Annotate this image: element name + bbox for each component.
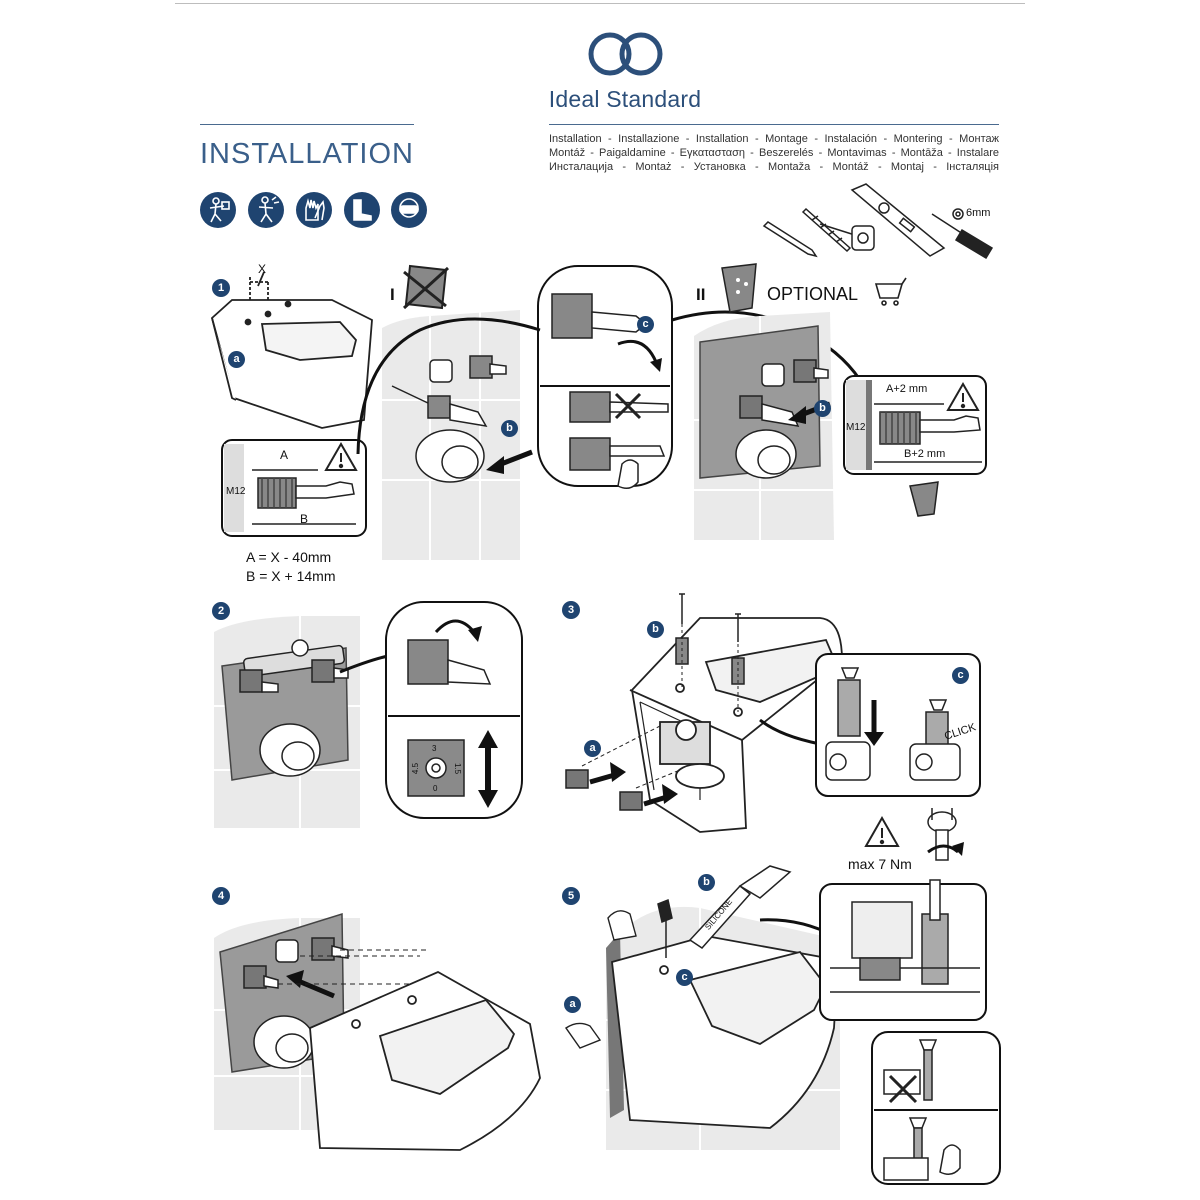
step1-detail-anchor: [551, 293, 648, 339]
step-1-sub-b: b: [501, 420, 518, 437]
dim-b-plus-label: B+2 mm: [904, 448, 946, 460]
step1-anchor-drawing: [252, 469, 356, 525]
wall-section: [224, 444, 244, 532]
tape-measure-icon: [819, 223, 875, 251]
step2-detail-anchor: [407, 639, 492, 685]
insulation-plate-icon: [721, 263, 757, 313]
brand-name: Ideal Standard: [548, 86, 702, 112]
step1-fixings-1: [391, 355, 507, 483]
insulation-plate-small-icon: [909, 481, 939, 517]
spirit-level-icon: [850, 183, 946, 257]
languages-line-1: Installation - Installazione - Installat…: [549, 133, 999, 145]
step-1-badge: 1: [212, 279, 230, 297]
step5-detail-drawing: [830, 879, 980, 993]
hand-icon: [565, 910, 637, 1049]
step-3-sub-c: c: [952, 667, 969, 684]
step3-inserts: [565, 769, 643, 811]
step-3-sub-b: b: [647, 621, 664, 638]
brand-logo-icon: [588, 32, 663, 76]
dim-a-plus-label: A+2 mm: [886, 383, 928, 395]
worker-lifting-icon: [200, 192, 236, 228]
step-3-sub-a: a: [584, 740, 601, 757]
dial-value-top: 3: [432, 744, 437, 753]
dim-b-label: B: [300, 512, 309, 526]
thread-label-2: M12: [846, 422, 866, 433]
step1-fixings-2: [735, 359, 829, 479]
title-rule: [200, 124, 414, 125]
thumbs-up-icon: [617, 459, 639, 489]
torque-label: max 7 Nm: [848, 856, 912, 872]
step5-warning-icon: [864, 815, 900, 847]
gloves-icon: [296, 192, 332, 228]
step3-fixing-detail: [825, 667, 961, 781]
step-5-sub-b: b: [698, 874, 715, 891]
step1-bowl-illustration: [210, 271, 373, 429]
dial-value-bottom: 0: [433, 784, 438, 793]
drill-bit-size-icon: [952, 208, 964, 220]
formula-a: A = X - 40mm: [246, 549, 332, 565]
dim-a-label: A: [280, 448, 289, 462]
step-5-badge: 5: [562, 887, 580, 905]
languages-line-2: Montáž - Paigaldamine - Εγκατασταση - Be…: [549, 147, 999, 159]
step1-warning-icon: [324, 441, 358, 471]
option-one-label: I: [390, 285, 395, 304]
drill-bit-icon: [801, 207, 852, 253]
step-5-sub-a: a: [564, 996, 581, 1013]
step5-bowl: [611, 935, 839, 1129]
drill-bit-size-label: 6mm: [966, 207, 991, 219]
formula-b: B = X + 14mm: [246, 568, 336, 584]
screwdriver-icon: [931, 213, 994, 260]
height-adjust-icon: [478, 730, 498, 808]
step4-fixings: [243, 937, 349, 1069]
torque-rotate-icon: [927, 844, 959, 854]
back-injury-icon: [248, 192, 284, 228]
pencil-icon: [762, 221, 818, 258]
silicone-gun-icon: [688, 865, 792, 949]
safety-goggles-icon: [391, 192, 427, 228]
step4-bowl: [309, 970, 541, 1151]
step-5-sub-c: c: [676, 969, 693, 986]
top-rule: [175, 3, 1025, 4]
step2-fixings: [239, 639, 349, 777]
step-1-sub-b-2: b: [814, 400, 831, 417]
optional-label: OPTIONAL: [767, 284, 859, 304]
languages-rule: [549, 124, 999, 125]
rotate-arrow-icon: [617, 339, 658, 363]
languages-list: Installation - Installazione - Installat…: [549, 132, 999, 174]
dial-value-right: 1.5: [453, 762, 463, 775]
thread-label: M12: [226, 486, 246, 497]
option-two-label: II: [696, 285, 706, 304]
measure-x-label: X: [258, 262, 267, 276]
languages-line-3: Инсталација - Montaż - Установка - Monta…: [549, 161, 999, 173]
step-1-sub-a: a: [228, 351, 245, 368]
step1-wrong-anchor: [569, 391, 669, 423]
torque-tool-icon: [927, 808, 957, 861]
step-3-badge: 3: [562, 601, 580, 619]
step3-bowl-back: [629, 617, 843, 833]
page-title: INSTALLATION: [200, 138, 414, 170]
right-screw-icon: [883, 1117, 961, 1181]
safety-boots-icon: [344, 192, 380, 228]
step1-warning-icon-2: [946, 381, 980, 411]
screwdriver-5-icon: [657, 898, 673, 958]
step2-rotate-icon: [434, 619, 476, 634]
step-4-badge: 4: [212, 887, 230, 905]
shopping-cart-icon: [874, 277, 907, 306]
no-frame-icon: [402, 264, 450, 310]
step-2-badge: 2: [212, 602, 230, 620]
wrong-screw-icon: [883, 1039, 938, 1104]
dial-value-left: 4.5: [411, 762, 421, 775]
step-1-sub-c: c: [637, 316, 654, 333]
step1-right-anchor: [569, 437, 666, 471]
